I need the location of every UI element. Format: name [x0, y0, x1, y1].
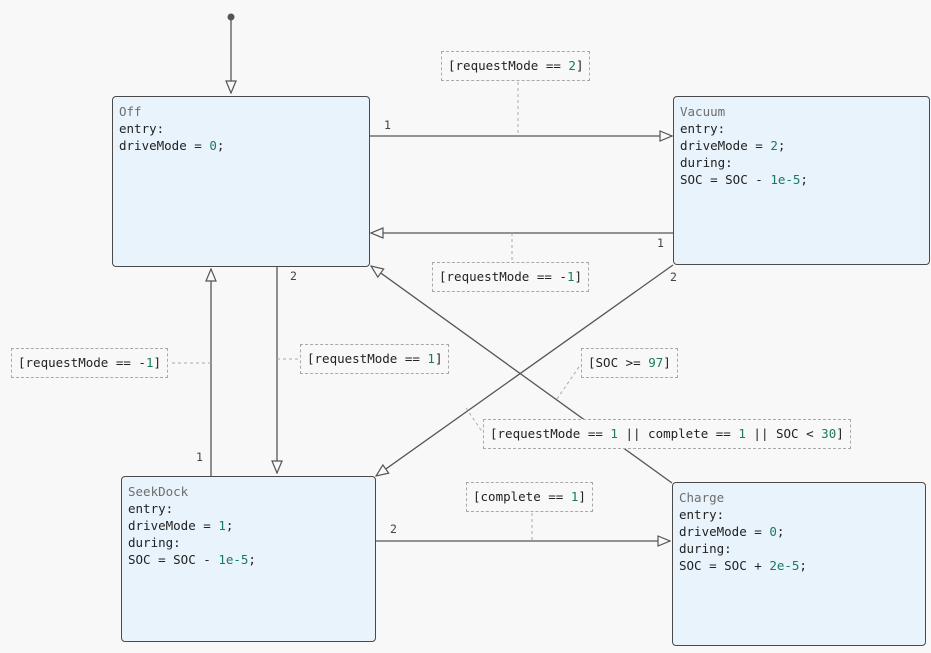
- state-action-line: entry:: [128, 501, 174, 516]
- state-name: Charge: [679, 490, 725, 505]
- numeric-literal: 97: [648, 355, 664, 370]
- guard-leader-charge-to-off: [556, 363, 582, 400]
- numeric-literal: 30: [821, 426, 837, 441]
- state-action-line: driveMode = 1;: [128, 518, 234, 533]
- priority-seekdock-to-off: 1: [196, 450, 203, 464]
- state-name: Vacuum: [680, 104, 726, 119]
- state-action-line: driveMode = 0;: [119, 138, 225, 153]
- state-vacuum[interactable]: Vacuum entry: driveMode = 2; during: SOC…: [673, 96, 930, 265]
- numeric-literal: 1: [145, 355, 154, 370]
- numeric-literal: 1: [610, 426, 618, 441]
- numeric-literal: 2: [770, 138, 778, 153]
- guard-label-off-to-vacuum[interactable]: [requestMode == 2]: [441, 51, 591, 81]
- state-action-line: driveMode = 0;: [679, 524, 785, 539]
- state-action-line: during:: [679, 541, 732, 556]
- state-action-line: SOC = SOC - 1e-5;: [680, 172, 808, 187]
- state-seekdock[interactable]: SeekDock entry: driveMode = 1; during: S…: [121, 476, 376, 642]
- numeric-literal: 1: [570, 489, 579, 504]
- state-action-line: entry:: [119, 121, 165, 136]
- state-off[interactable]: Off entry: driveMode = 0;: [112, 96, 370, 267]
- guard-label-seekdock-to-charge[interactable]: [complete == 1]: [466, 482, 593, 512]
- numeric-literal: 0: [209, 138, 217, 153]
- numeric-literal: 1: [738, 426, 746, 441]
- guard-label-charge-to-seekdock[interactable]: [requestMode == 1 || complete == 1 || SO…: [483, 419, 851, 449]
- numeric-literal: 1e-5: [770, 172, 801, 187]
- numeric-literal: 2e-5: [769, 558, 800, 573]
- priority-seekdock-to-charge: 2: [390, 522, 397, 536]
- priority-off-to-seekdock: 2: [290, 269, 297, 283]
- state-action-line: entry:: [680, 121, 726, 136]
- default-transition-dot: [227, 13, 235, 21]
- state-action-line: SOC = SOC - 1e-5;: [128, 552, 256, 567]
- numeric-literal: 1: [566, 269, 575, 284]
- numeric-literal: 1: [427, 351, 435, 366]
- numeric-literal: 0: [769, 524, 777, 539]
- transition-vacuum-to-seekdock[interactable]: [376, 264, 674, 476]
- priority-vacuum-to-off: 1: [657, 236, 664, 250]
- state-charge[interactable]: Charge entry: driveMode = 0; during: SOC…: [672, 482, 926, 646]
- numeric-literal: 2: [568, 58, 576, 73]
- priority-off-to-vacuum: 1: [384, 118, 391, 132]
- state-name: Off: [119, 104, 142, 119]
- state-action-line: entry:: [679, 507, 725, 522]
- numeric-literal: 1: [218, 518, 226, 533]
- guard-label-off-to-seekdock[interactable]: [requestMode == 1]: [300, 344, 450, 374]
- state-action-line: during:: [680, 155, 733, 170]
- state-action-line: driveMode = 2;: [680, 138, 786, 153]
- state-action-line: during:: [128, 535, 181, 550]
- numeric-literal: 1e-5: [218, 552, 249, 567]
- state-action-line: SOC = SOC + 2e-5;: [679, 558, 807, 573]
- guard-label-charge-to-off[interactable]: [SOC >= 97]: [581, 348, 678, 378]
- guard-label-seekdock-to-off[interactable]: [requestMode == -1]: [11, 348, 168, 378]
- guard-label-vacuum-to-off[interactable]: [requestMode == -1]: [432, 262, 589, 292]
- priority-vacuum-to-seekdock: 2: [670, 270, 677, 284]
- guard-leader-charge-to-seekdock: [465, 407, 484, 434]
- state-name: SeekDock: [128, 484, 189, 499]
